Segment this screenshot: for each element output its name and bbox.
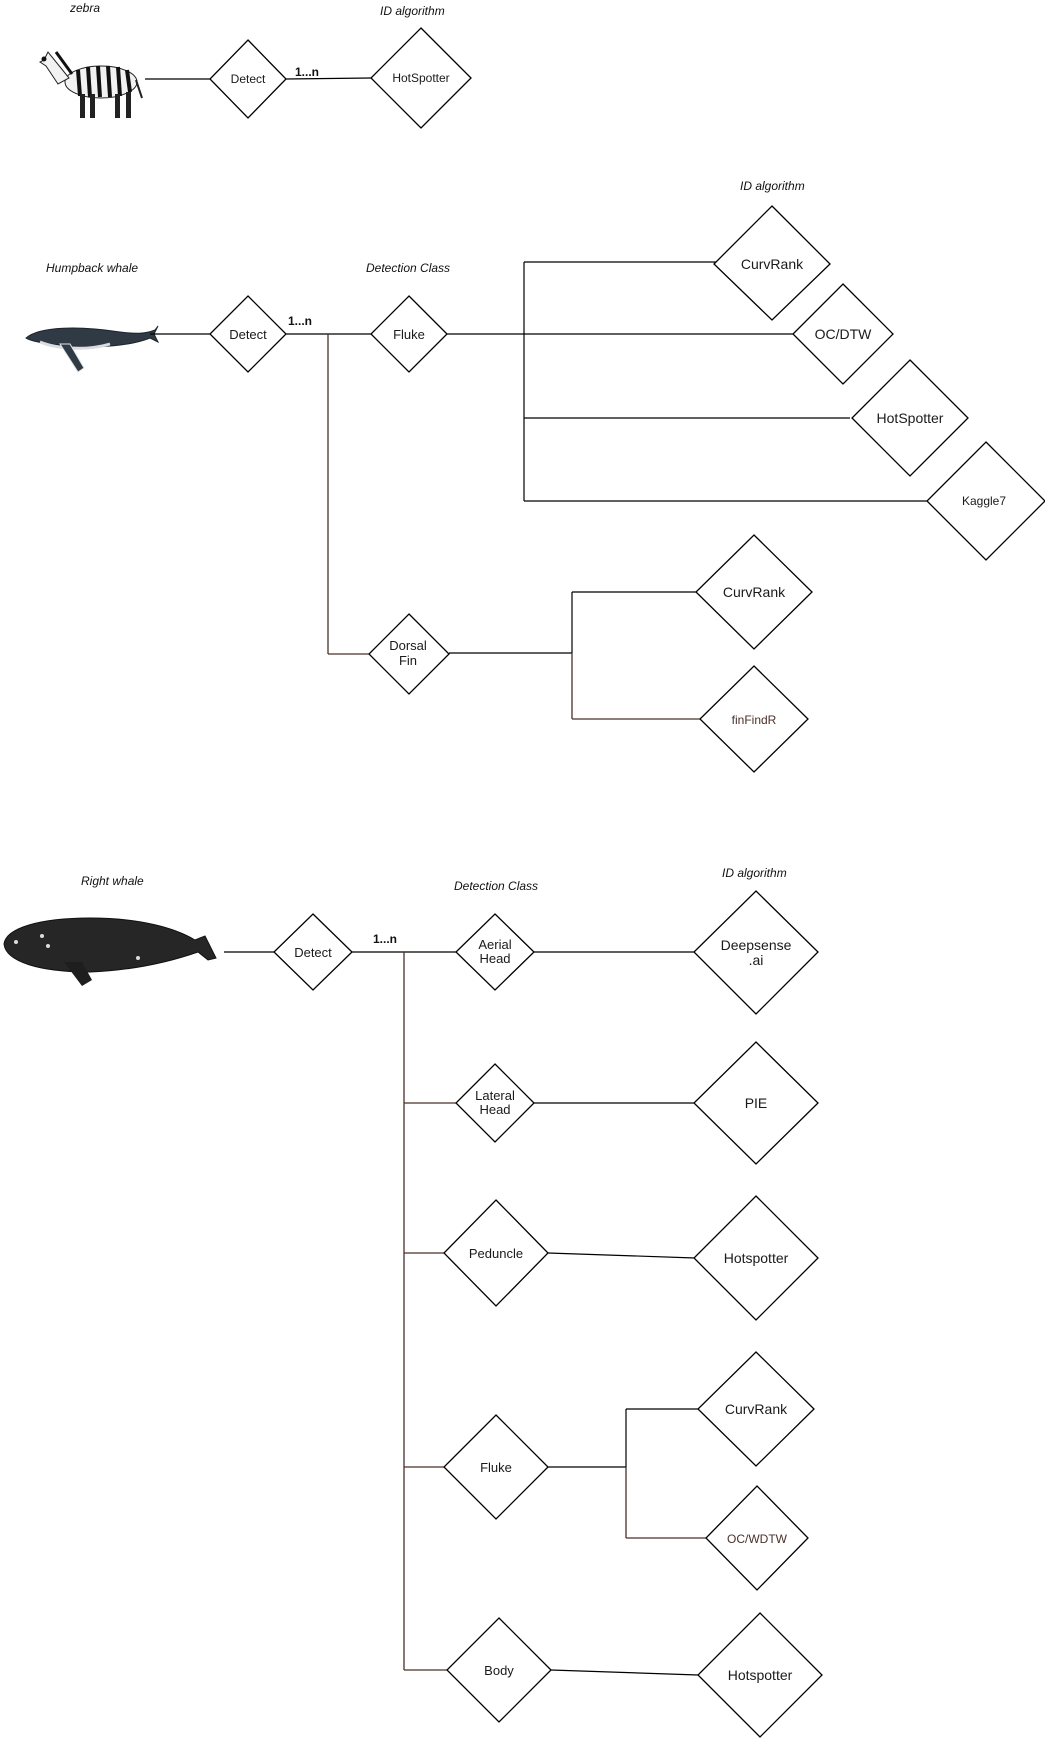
zebra-detect-label: Detect — [231, 72, 266, 86]
humpback-multiplicity: 1...n — [288, 314, 312, 328]
right-whale-image — [3, 917, 217, 986]
zebra-multiplicity: 1...n — [295, 65, 319, 79]
right-whale-algorithm-label: CurvRank — [725, 1401, 788, 1417]
right-whale-class-label: Aerial — [478, 937, 511, 952]
right-whale-section: Right whale Detection Class ID algorithm… — [3, 866, 823, 1738]
right-whale-algorithm-label: OC/WDTW — [727, 1532, 788, 1546]
zebra-image — [39, 51, 143, 118]
right-whale-algorithm-diamond — [693, 1195, 819, 1321]
right-whale-class-diamond — [455, 1063, 535, 1143]
right-whale-algorithm-label: .ai — [749, 952, 764, 968]
humpback-section: Humpback whale Detection Class ID algori… — [25, 179, 1045, 773]
right-whale-algorithm-label: Hotspotter — [728, 1667, 793, 1683]
right-whale-algorithm-label: Deepsense — [721, 937, 792, 953]
right-whale-class-diamond — [443, 1414, 549, 1520]
zebra-section: zebra ID algorithm Detect 1...n HotSpott… — [39, 1, 472, 129]
humpback-id-caption: ID algorithm — [740, 179, 805, 193]
humpback-class-label: Dorsal — [389, 638, 427, 653]
humpback-detect-diamond — [209, 295, 287, 373]
humpback-algorithm-label: HotSpotter — [877, 410, 944, 426]
right-whale-class-label: Lateral — [475, 1088, 515, 1103]
right-whale-class-label: Peduncle — [469, 1246, 523, 1261]
zebra-algorithm-label: HotSpotter — [392, 71, 449, 85]
humpback-algorithm-diamond — [713, 205, 831, 321]
humpback-class-diamond — [370, 295, 448, 373]
right-whale-class-label: Head — [479, 951, 510, 966]
right-whale-multiplicity: 1...n — [373, 932, 397, 946]
right-whale-class-diamond — [443, 1199, 549, 1307]
humpback-algorithm-label: CurvRank — [741, 256, 804, 272]
right-whale-detect-label: Detect — [294, 945, 332, 960]
right-whale-class-caption: Detection Class — [454, 879, 538, 893]
right-whale-id-caption: ID algorithm — [722, 866, 787, 880]
right-whale-algorithm-diamond — [693, 890, 819, 1015]
right-whale-class-diamond — [446, 1617, 552, 1723]
right-whale-detect-diamond — [273, 913, 353, 991]
humpback-class-diamond — [368, 613, 450, 695]
zebra-algorithm-diamond — [370, 27, 472, 129]
right-whale-algorithm-label: PIE — [745, 1095, 768, 1111]
zebra-caption: zebra — [69, 1, 100, 15]
humpback-algorithm-diamond — [851, 359, 969, 477]
humpback-algorithm-label: finFindR — [732, 713, 777, 727]
humpback-algorithm-diamond — [926, 441, 1045, 561]
humpback-detect-label: Detect — [229, 327, 267, 342]
right-whale-algorithm-diamond — [697, 1612, 823, 1738]
humpback-algorithm-label: CurvRank — [723, 584, 786, 600]
humpback-class-label: Fluke — [393, 327, 425, 342]
humpback-algorithm-label: Kaggle7 — [962, 494, 1006, 508]
humpback-class-label: Fin — [399, 653, 417, 668]
humpback-image — [25, 325, 160, 373]
humpback-caption: Humpback whale — [46, 261, 138, 275]
right-whale-class-label: Body — [484, 1663, 514, 1678]
zebra-id-caption: ID algorithm — [380, 4, 445, 18]
humpback-algorithm-diamond — [792, 283, 894, 385]
right-whale-algorithm-label: Hotspotter — [724, 1250, 789, 1266]
right-whale-caption: Right whale — [81, 874, 144, 888]
right-whale-class-diamond — [455, 913, 535, 991]
humpback-algorithm-diamond — [699, 665, 809, 773]
right-whale-algorithm-diamond — [705, 1485, 809, 1591]
right-whale-class-label: Fluke — [480, 1460, 512, 1475]
right-whale-algorithm-diamond — [697, 1351, 815, 1467]
humpback-class-caption: Detection Class — [366, 261, 450, 275]
humpback-algorithm-diamond — [695, 534, 813, 650]
zebra-detect-diamond — [209, 39, 287, 119]
right-whale-class-label: Head — [479, 1102, 510, 1117]
right-whale-algorithm-diamond — [693, 1041, 819, 1165]
humpback-algorithm-label: OC/DTW — [815, 326, 873, 342]
